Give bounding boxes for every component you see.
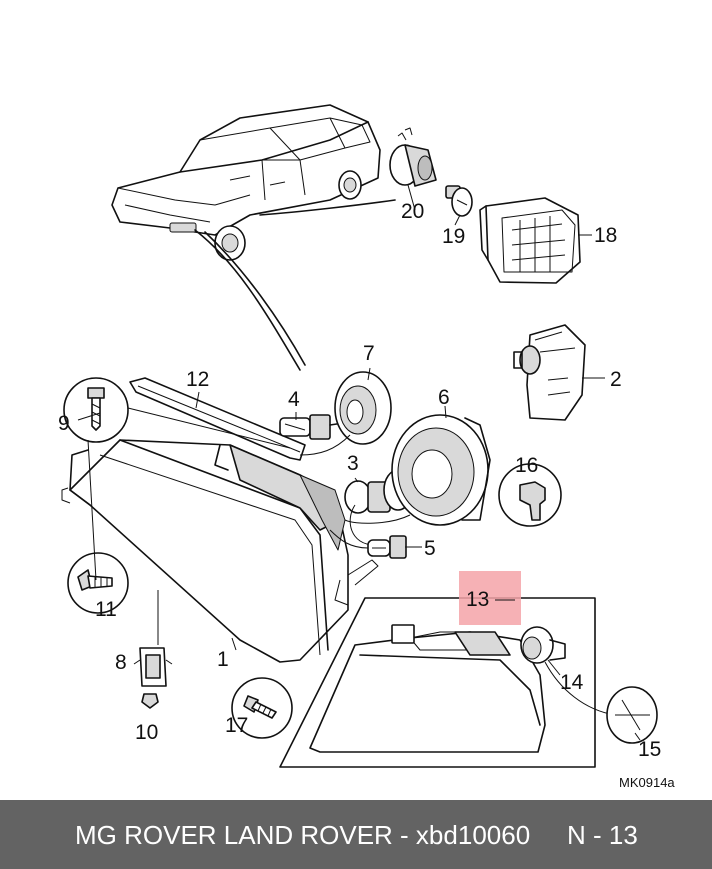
bulb-cap-7 xyxy=(334,371,392,445)
callout-17: 17 xyxy=(225,714,248,737)
callout-15: 15 xyxy=(638,738,661,761)
diagram-svg: 1 2 3 4 5 6 7 8 9 10 11 12 13 14 15 16 1… xyxy=(58,104,675,790)
wiring xyxy=(299,434,411,549)
parts-diagram: 1 2 3 4 5 6 7 8 9 10 11 12 13 14 15 16 1… xyxy=(58,104,675,790)
callout-6: 6 xyxy=(438,386,450,409)
callout-13-highlight xyxy=(459,571,521,625)
callout-20: 20 xyxy=(401,200,424,223)
screw-11 xyxy=(67,552,129,614)
nut-10 xyxy=(141,693,159,709)
footer-bar: MG ROVER LAND ROVER - xbd10060 N - 13 xyxy=(0,800,712,869)
footer-brand-text: MG ROVER LAND ROVER - xbd10060 xyxy=(75,820,531,850)
bulb-5 xyxy=(367,535,407,559)
footer-page-text: N - 13 xyxy=(567,820,638,850)
callout-14: 14 xyxy=(560,671,584,694)
callout-8: 8 xyxy=(115,651,127,674)
bulb-holder-20 xyxy=(389,127,437,187)
callout-labels: 1 2 3 4 5 6 7 8 9 10 11 12 13 14 15 16 1… xyxy=(58,200,675,790)
indicator-assembly-box xyxy=(279,597,658,768)
headlamp-1 xyxy=(61,439,379,663)
callout-13: 13 xyxy=(466,588,489,611)
callout-2: 2 xyxy=(610,368,622,391)
side-repeater-18 xyxy=(479,197,581,284)
callout-4: 4 xyxy=(288,388,300,411)
callout-5: 5 xyxy=(424,537,436,560)
callout-12: 12 xyxy=(186,368,209,391)
clip-8 xyxy=(133,590,173,687)
callout-7: 7 xyxy=(363,342,375,365)
callout-3: 3 xyxy=(347,452,359,475)
car-illustration xyxy=(111,104,396,371)
callout-10: 10 xyxy=(135,721,158,744)
callout-11: 11 xyxy=(95,598,117,621)
screw-9 xyxy=(63,377,129,443)
dust-cover-6 xyxy=(391,414,491,526)
callout-18: 18 xyxy=(594,224,617,247)
leader-lines xyxy=(77,184,641,741)
bulb-19 xyxy=(445,185,473,217)
bulb-holder-2 xyxy=(513,324,586,421)
trim-strip-12 xyxy=(129,377,306,461)
callout-19: 19 xyxy=(442,225,465,248)
figure-reference: MK0914a xyxy=(619,775,675,790)
callout-1: 1 xyxy=(217,648,229,671)
callout-16: 16 xyxy=(515,454,538,477)
callout-9: 9 xyxy=(58,412,70,435)
screw-17 xyxy=(231,677,293,739)
clip-16 xyxy=(498,463,562,527)
